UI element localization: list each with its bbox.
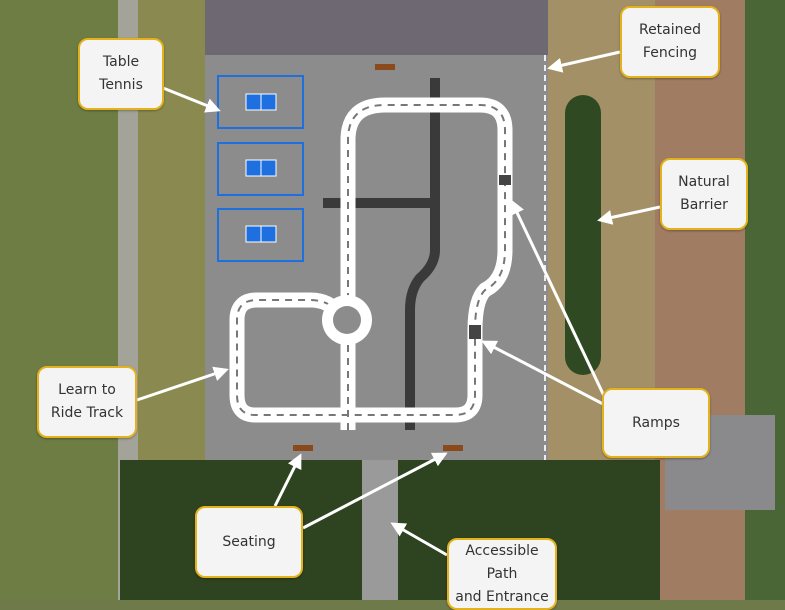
label-ramps: Ramps bbox=[602, 388, 710, 458]
hedge bbox=[565, 95, 601, 375]
seating-benches bbox=[293, 64, 463, 451]
play-court bbox=[205, 55, 548, 460]
label-text: Table Tennis bbox=[99, 54, 143, 93]
label-table-tennis: Table Tennis bbox=[78, 38, 164, 110]
label-text: Seating bbox=[222, 533, 276, 550]
label-accessible-path: Accessible Path and Entrance bbox=[447, 538, 557, 610]
existing-courts bbox=[205, 0, 548, 55]
label-natural-barrier: Natural Barrier bbox=[660, 158, 748, 230]
table-tennis-area bbox=[217, 75, 304, 262]
footpath-left bbox=[118, 0, 138, 600]
label-learn-to-ride-track: Learn to Ride Track bbox=[37, 366, 137, 438]
label-text: Ramps bbox=[632, 414, 680, 431]
label-retained-fencing: Retained Fencing bbox=[620, 6, 720, 78]
label-text: Accessible Path and Entrance bbox=[455, 542, 549, 605]
callout-arrows bbox=[136, 50, 661, 557]
label-text: Learn to Ride Track bbox=[50, 382, 124, 421]
label-text: Retained Fencing bbox=[638, 22, 702, 61]
label-seating: Seating bbox=[195, 506, 303, 578]
ramp-markings bbox=[469, 175, 511, 339]
label-text: Natural Barrier bbox=[678, 174, 730, 213]
